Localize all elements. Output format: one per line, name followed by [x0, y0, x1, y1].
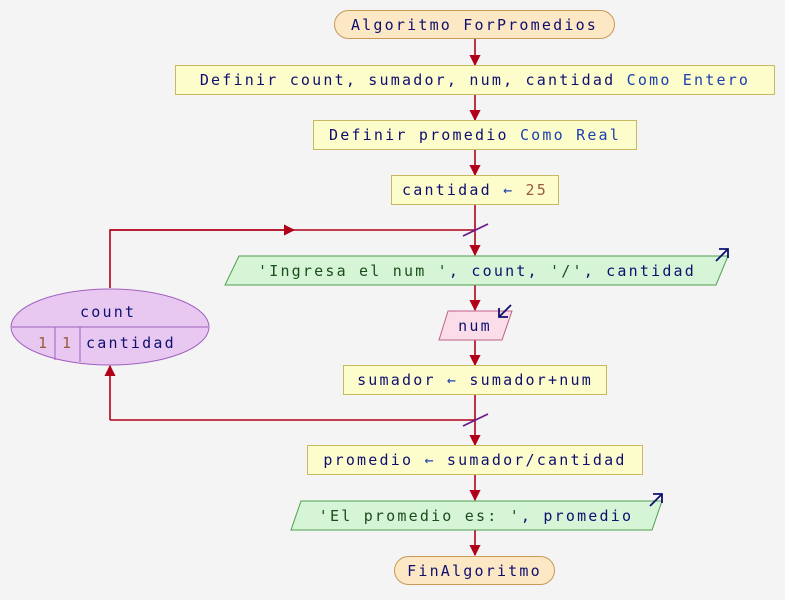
assign-cantidad-box: cantidad ← 25 — [391, 175, 559, 205]
assign-var: cantidad — [401, 181, 492, 199]
output-sep-2: , cantidad — [583, 261, 697, 280]
loop-end: cantidad — [86, 334, 176, 352]
define-int-vars: count, sumador, num, cantidad — [289, 71, 616, 89]
output-string-1: 'Ingresa el num ' — [257, 261, 449, 280]
end-terminal: FinAlgoritmo — [394, 556, 555, 585]
output-result-shape — [290, 500, 663, 531]
define-real-type: Como Real — [519, 126, 622, 144]
input-num-shape — [438, 310, 513, 341]
output-string: 'El promedio es: ' — [318, 506, 521, 525]
output-rest: , promedio — [520, 506, 634, 525]
start-terminal: Algoritmo ForPromedios — [334, 10, 615, 39]
assign-sumador-box: sumador ← sumador+num — [343, 365, 607, 395]
output-string-2: '/' — [550, 261, 584, 280]
loop-variable: count — [80, 303, 137, 321]
junction-mark-top — [462, 223, 489, 237]
assign-arrow-icon: ← — [424, 451, 436, 469]
assign-arrow-icon: ← — [503, 181, 515, 199]
end-label: FinAlgoritmo — [407, 561, 542, 580]
start-label: Algoritmo ForPromedios — [350, 15, 599, 34]
assign-arrow-icon: ← — [446, 371, 459, 389]
define-int-type: Como Entero — [626, 71, 751, 89]
junction-mark-bottom — [462, 413, 489, 427]
output-arrow-icon — [715, 248, 729, 262]
loop-step: 1 — [62, 334, 72, 352]
output-sep-1: , count, — [448, 261, 550, 280]
assign-value: 25 — [525, 181, 549, 199]
assign-expr: sumador+num — [469, 371, 593, 389]
input-var: num — [458, 316, 492, 335]
output-prompt-text: 'Ingresa el num ', count, '/', cantidad — [232, 256, 722, 285]
input-arrow-icon — [498, 304, 512, 318]
define-real-box: Definir promedio Como Real — [313, 120, 637, 150]
assign-promedio-box: promedio ← sumador/cantidad — [307, 445, 643, 475]
loop-start: 1 — [38, 334, 48, 352]
define-keyword: Definir — [199, 71, 279, 89]
assign-expr: sumador/cantidad — [446, 451, 627, 469]
input-num-text: num — [443, 311, 507, 340]
define-real-vars: promedio — [418, 126, 509, 144]
output-arrow-icon — [649, 493, 663, 507]
output-prompt-shape — [224, 255, 729, 286]
define-integers-box: Definir count, sumador, num, cantidad Co… — [175, 65, 775, 95]
define-keyword: Definir — [328, 126, 408, 144]
assign-var: sumador — [357, 371, 436, 389]
assign-var: promedio — [323, 451, 414, 469]
output-result-text: 'El promedio es: ', promedio — [297, 501, 655, 530]
